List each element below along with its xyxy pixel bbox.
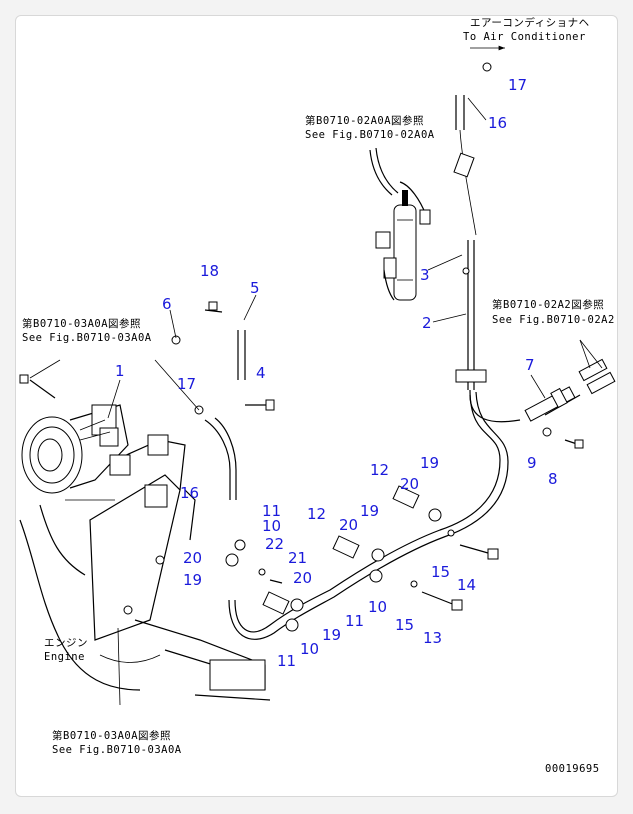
- fig-02a0a-label-jp: 第B0710-02A0A図参照: [305, 114, 424, 127]
- callout-22: 22: [265, 535, 284, 553]
- pipe-fitting-7: [524, 358, 616, 422]
- engine-bracket: [19, 434, 271, 701]
- fig-03a0a-bottom-label-en: See Fig.B0710-03A0A: [52, 744, 182, 756]
- callout-20c: 20: [183, 549, 202, 567]
- bolts: [19, 62, 584, 611]
- callout-11b: 11: [345, 612, 364, 630]
- callout-10b: 10: [368, 598, 387, 616]
- callout-16: 16: [488, 114, 507, 132]
- callout-3: 3: [420, 266, 430, 284]
- callout-9: 9: [527, 454, 537, 472]
- callout-12a: 12: [370, 461, 389, 479]
- drawing-number: 00019695: [545, 763, 600, 775]
- callout-19b: 19: [360, 502, 379, 520]
- callout-8: 8: [548, 470, 558, 488]
- callout-15b: 15: [395, 616, 414, 634]
- callout-14: 14: [457, 576, 476, 594]
- callout-19a: 19: [420, 454, 439, 472]
- air-conditioner-label-en: To Air Conditioner: [463, 31, 586, 43]
- callout-21: 21: [288, 549, 307, 567]
- leader-lines: [29, 45, 603, 706]
- fig-03a0a-bottom-label-jp: 第B0710-03A0A図参照: [52, 729, 171, 742]
- callout-19c: 19: [183, 571, 202, 589]
- air-conditioner-label-jp: エアーコンディショナヘ: [470, 16, 590, 29]
- callout-6: 6: [162, 295, 172, 313]
- callout-11c: 11: [277, 652, 296, 670]
- engine-label-jp: エンジン: [44, 637, 88, 649]
- fig-03a0a-top-label-en: See Fig.B0710-03A0A: [22, 332, 152, 344]
- fig-02a0a-label-en: See Fig.B0710-02A0A: [305, 129, 435, 141]
- reference-texts: エアーコンディショナヘ To Air Conditioner 第B0710-02…: [22, 16, 615, 775]
- callout-10a: 10: [262, 517, 281, 535]
- callout-10c: 10: [300, 640, 319, 658]
- clamps: [225, 152, 487, 632]
- callout-20b: 20: [339, 516, 358, 534]
- fig-02a2-label-jp: 第B0710-02A2図参照: [492, 298, 604, 311]
- fig-02a2-label-en: See Fig.B0710-02A2: [492, 314, 615, 326]
- callout-7: 7: [525, 356, 535, 374]
- callout-11a: 11: [262, 502, 281, 520]
- compressor: [21, 404, 129, 494]
- engine-label-en: Engine: [44, 651, 85, 663]
- callout-12b: 12: [307, 505, 326, 523]
- callout-1: 1: [115, 362, 125, 380]
- callout-15a: 15: [431, 563, 450, 581]
- callout-16b: 16: [180, 484, 199, 502]
- receiver-drier: [369, 147, 431, 301]
- part-callouts: 17 16 3 2 18 5 6 1 4 17 7 9 8 16 12 19 2…: [115, 76, 558, 670]
- callout-2: 2: [422, 314, 432, 332]
- callout-4: 4: [256, 364, 266, 382]
- callout-18: 18: [200, 262, 219, 280]
- callout-5: 5: [250, 279, 260, 297]
- fig-03a0a-top-label-jp: 第B0710-03A0A図参照: [22, 317, 141, 330]
- callout-17b: 17: [177, 375, 196, 393]
- callout-20d: 20: [293, 569, 312, 587]
- callout-20a: 20: [400, 475, 419, 493]
- callout-19d: 19: [322, 626, 341, 644]
- hose-lines: [204, 95, 521, 640]
- callout-13: 13: [423, 629, 442, 647]
- callout-17: 17: [508, 76, 527, 94]
